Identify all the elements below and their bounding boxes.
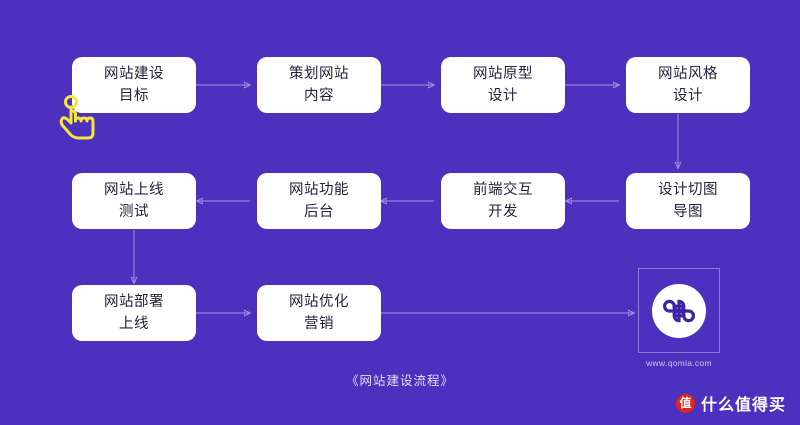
diagram-caption: 《网站建设流程》: [345, 374, 454, 388]
brand-url: www.qomla.com: [646, 358, 712, 368]
node-n7[interactable]: 网站功能 后台: [257, 173, 381, 229]
node-n1-line2: 目标: [119, 88, 149, 104]
watermark-text: 什么值得买: [700, 397, 786, 414]
node-n8[interactable]: 网站上线 测试: [72, 173, 196, 229]
node-n5-line2: 导图: [673, 204, 703, 220]
node-n10[interactable]: 网站优化 营销: [257, 285, 381, 341]
logo-frame: [638, 268, 720, 353]
node-n4-line1: 网站风格: [658, 65, 718, 82]
node-n2-line2: 内容: [304, 88, 334, 104]
watermark-badge: 值: [675, 393, 695, 413]
qomla-clover-logo: [652, 283, 706, 338]
node-n7-line1: 网站功能: [289, 181, 349, 198]
node-n10-line2: 营销: [304, 316, 334, 332]
node-n5-line1: 设计切图: [658, 181, 718, 198]
node-n4-line2: 设计: [673, 88, 703, 104]
node-n8-line2: 测试: [119, 204, 149, 220]
node-n3[interactable]: 网站原型 设计: [441, 57, 565, 113]
watermark: 值 什么值得买: [675, 391, 786, 415]
node-n4[interactable]: 网站风格 设计: [626, 57, 750, 113]
tap-hand-cursor: [58, 93, 100, 141]
node-n3-line1: 网站原型: [473, 65, 533, 82]
node-n2[interactable]: 策划网站 内容: [257, 57, 381, 113]
clover-icon: [663, 299, 695, 322]
node-n9[interactable]: 网站部署 上线: [72, 285, 196, 341]
node-n6-line1: 前端交互: [473, 181, 533, 198]
node-n2-line1: 策划网站: [289, 65, 349, 82]
node-n1-line1: 网站建设: [104, 65, 164, 82]
node-n6[interactable]: 前端交互 开发: [441, 173, 565, 229]
node-n1[interactable]: 网站建设 目标: [72, 57, 196, 113]
node-n6-line2: 开发: [488, 204, 518, 220]
node-n5[interactable]: 设计切图 导图: [626, 173, 750, 229]
node-n10-line1: 网站优化: [289, 293, 349, 310]
node-n9-line2: 上线: [119, 316, 149, 332]
node-n7-line2: 后台: [304, 204, 334, 220]
node-n3-line2: 设计: [488, 88, 518, 104]
node-n8-line1: 网站上线: [104, 181, 164, 198]
node-n9-line1: 网站部署: [104, 293, 164, 310]
